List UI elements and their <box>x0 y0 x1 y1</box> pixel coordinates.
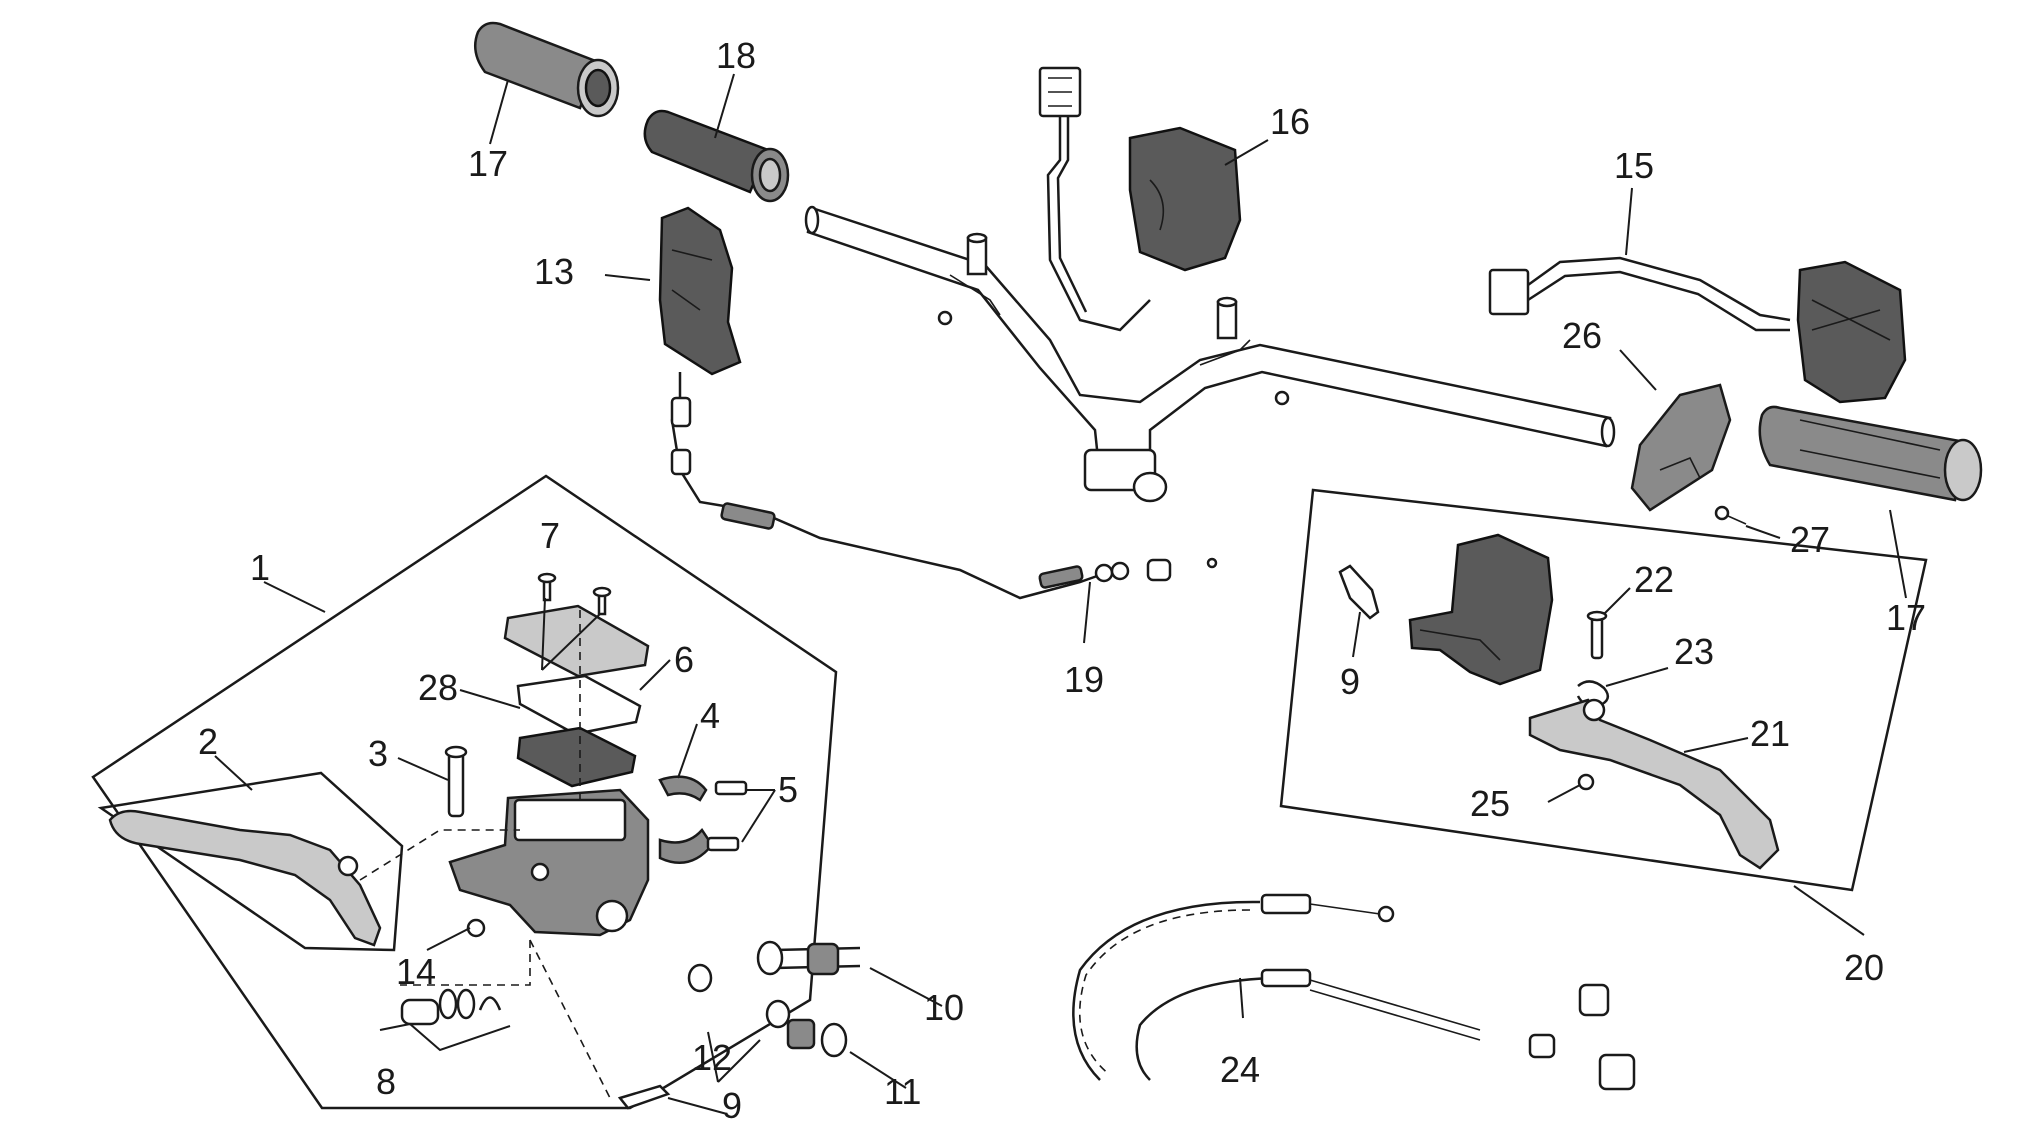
right-lever-group-frame <box>1279 488 1928 892</box>
callout-7: 7 <box>540 515 560 556</box>
lever-2-subframe <box>97 771 404 952</box>
callout-labels: 17 18 13 16 15 26 27 17 19 20 21 22 23 2… <box>198 35 1926 1124</box>
screws-7 <box>537 572 612 616</box>
right-lever-21 <box>1528 698 1780 870</box>
banjo-bolt-11 <box>786 1018 848 1058</box>
callout-6: 6 <box>674 639 694 680</box>
callout-19: 19 <box>1064 659 1104 700</box>
brake-light-switch-9-left <box>617 1084 671 1110</box>
piston-kit-8 <box>400 988 502 1026</box>
master-cylinder-body <box>448 788 650 937</box>
callout-12: 12 <box>692 1037 732 1078</box>
left-grip <box>473 21 620 118</box>
diaphragm-28 <box>516 674 642 736</box>
cable-adjusters <box>1528 983 1636 1091</box>
callout-17-right: 17 <box>1886 597 1926 638</box>
washers-12 <box>687 963 791 1029</box>
callout-9-left: 9 <box>722 1085 742 1124</box>
callout-4: 4 <box>700 695 720 736</box>
callout-27: 27 <box>1790 519 1830 560</box>
callout-28: 28 <box>418 667 458 708</box>
master-cylinder-group-frame <box>91 474 838 1110</box>
right-switch <box>1488 256 1907 404</box>
cables-24 <box>1072 893 1481 1081</box>
left-lever-2 <box>108 809 382 947</box>
nut-25 <box>1577 773 1595 791</box>
callout-3: 3 <box>368 733 388 774</box>
callout-15: 15 <box>1614 145 1654 186</box>
clamp-4 <box>658 775 714 864</box>
callout-25: 25 <box>1470 783 1510 824</box>
callout-18: 18 <box>716 35 756 76</box>
gasket-6 <box>516 726 637 788</box>
throttle-grip <box>643 109 790 203</box>
callout-13: 13 <box>534 251 574 292</box>
callout-22: 22 <box>1634 559 1674 600</box>
pin-3 <box>444 745 468 818</box>
callout-21: 21 <box>1750 713 1790 754</box>
throttle-cable <box>670 372 1218 600</box>
callout-1: 1 <box>250 547 270 588</box>
callout-17-left: 17 <box>468 143 508 184</box>
brake-light-switch-9-right <box>1338 564 1380 620</box>
callout-9-right: 9 <box>1340 661 1360 702</box>
callout-24: 24 <box>1220 1049 1260 1090</box>
right-grip <box>1758 405 1983 502</box>
callout-8: 8 <box>376 1061 396 1102</box>
throttle-housing <box>658 206 742 376</box>
callout-20: 20 <box>1844 947 1884 988</box>
reservoir-cap <box>503 604 650 678</box>
screw-27 <box>1714 505 1747 525</box>
dashed-guides <box>359 610 611 1099</box>
handlebar-tube <box>804 205 1616 503</box>
bolts-5 <box>706 780 748 852</box>
callout-10: 10 <box>924 987 964 1028</box>
callout-2: 2 <box>198 721 218 762</box>
callout-11: 11 <box>884 1071 921 1112</box>
callout-26: 26 <box>1562 315 1602 356</box>
nut-14 <box>466 918 486 938</box>
callout-16: 16 <box>1270 101 1310 142</box>
callout-14: 14 <box>396 951 436 992</box>
callout-23: 23 <box>1674 631 1714 672</box>
right-lever-housing <box>1408 533 1554 686</box>
brake-hose <box>756 940 861 976</box>
left-switch <box>1038 66 1242 332</box>
switch-cover <box>1630 383 1732 512</box>
pin-22 <box>1586 610 1608 660</box>
callout-5: 5 <box>778 769 798 810</box>
leader-lines <box>214 73 1907 1115</box>
